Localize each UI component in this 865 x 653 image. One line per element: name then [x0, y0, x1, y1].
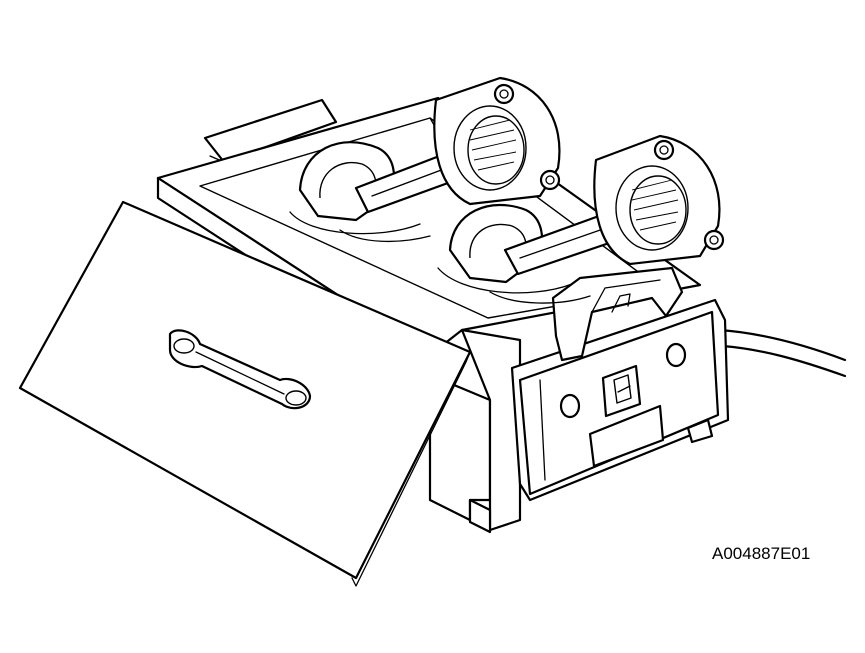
label-plate	[588, 404, 665, 468]
tank-lid	[18, 200, 472, 587]
control-panel	[510, 298, 730, 502]
bolt-icon	[539, 169, 561, 191]
figure-reference-code: A004887E01	[712, 544, 811, 563]
lid-handle	[168, 329, 312, 410]
connecting-rod-left	[289, 76, 561, 243]
holding-basket-clip	[551, 266, 684, 362]
bolt-icon	[653, 139, 675, 161]
bolt-icon	[703, 229, 725, 251]
connecting-rod-right	[437, 134, 725, 304]
bolt-icon	[493, 83, 515, 105]
right-knob-icon	[665, 342, 687, 368]
power-cord	[718, 328, 847, 378]
left-knob-icon	[559, 393, 581, 419]
